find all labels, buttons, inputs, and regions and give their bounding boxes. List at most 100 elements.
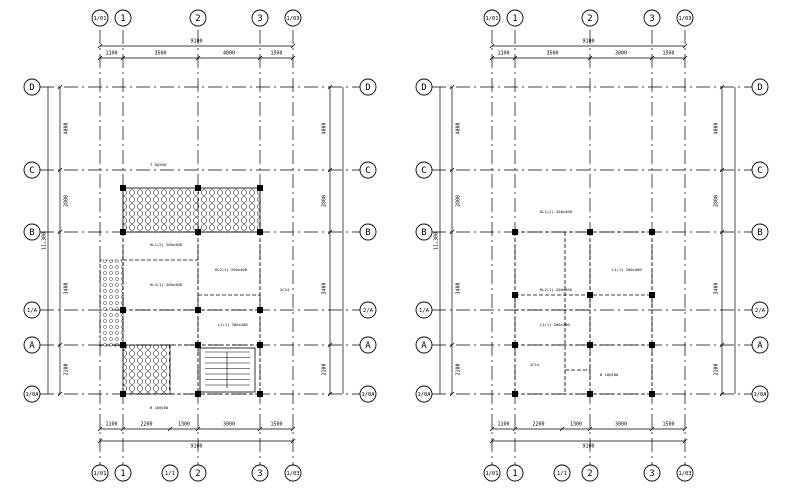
- dim-left: 2800: [64, 195, 70, 207]
- dim-tick: [167, 426, 173, 432]
- column: [257, 391, 263, 397]
- dim-left: 2800: [456, 195, 462, 207]
- dim-tick: [719, 229, 725, 235]
- axis-bubble-right-circle: [751, 223, 769, 241]
- dim-tick: [57, 229, 63, 235]
- column: [257, 229, 263, 235]
- column: [587, 342, 593, 348]
- column: [120, 342, 126, 348]
- column: [512, 292, 518, 298]
- beam-annotation: B 10@200: [150, 405, 169, 410]
- dim-tick: [97, 426, 103, 432]
- dim-bottom: 3000: [223, 422, 235, 428]
- beam-annotation: KL1(2) 200x400: [150, 242, 183, 247]
- axis-bubble-top-label: 1/03: [678, 16, 691, 22]
- dim-right: 2100: [714, 363, 720, 375]
- dim-tick: [719, 84, 725, 90]
- dim-tick: [97, 55, 103, 61]
- beam-annotation: KL3(1) 200x400: [150, 282, 183, 287]
- axis-bubble-top-label: 3: [257, 14, 262, 24]
- axis-bubble-bottom-label: 1/01: [485, 471, 498, 477]
- dim-right: 2800: [714, 195, 720, 207]
- axis-bubble-bottom-label: 2: [587, 469, 592, 479]
- axis-bubble-right-label: 2/A: [363, 308, 374, 314]
- dim-left: 4000: [456, 122, 462, 134]
- beam-annotation: KL2(1) 200x400: [215, 267, 248, 272]
- dim-tick: [587, 426, 593, 432]
- dim-tick: [120, 426, 126, 432]
- axis-bubble-bottom-circle: [553, 464, 571, 482]
- axis-bubble-bottom-label: 1/03: [678, 471, 691, 477]
- dim-top: 3000: [615, 51, 627, 57]
- column: [120, 307, 126, 313]
- dim-tick: [449, 391, 455, 397]
- axis-bubble-left-label: A: [29, 341, 35, 351]
- axis-bubble-top-label: 1/03: [286, 16, 299, 22]
- axis-bubble-top-circle: [189, 9, 207, 27]
- dim-tick: [57, 84, 63, 90]
- dim-bottom: 1300: [570, 422, 582, 428]
- axis-bubble-bottom-circle: [506, 464, 524, 482]
- axis-bubble-right-label: 1/0A: [361, 392, 375, 398]
- dim-tick: [327, 229, 333, 235]
- axis-bubble-bottom-label: 2: [195, 469, 200, 479]
- dim-tick: [719, 342, 725, 348]
- dim-right: 3400: [714, 282, 720, 294]
- beam-annotation: L1(1) 200x300: [218, 322, 248, 327]
- axis-bubble-bottom-circle: [251, 464, 269, 482]
- dim-right: 4000: [714, 122, 720, 134]
- axis-bubble-left-label: 1/A: [27, 308, 38, 314]
- axis-bubble-bottom-circle: [284, 464, 302, 482]
- dim-right: 3400: [322, 282, 328, 294]
- column: [649, 292, 655, 298]
- axis-bubble-bottom-circle: [676, 464, 694, 482]
- axis-bubble-left-label: C: [29, 166, 34, 176]
- dim-tick: [682, 438, 688, 444]
- dim-total-top: 9100: [190, 39, 202, 45]
- axis-bubble-left-circle: [415, 223, 433, 241]
- axis-bubble-bottom-label: 1: [512, 469, 517, 479]
- dim-tick: [719, 167, 725, 173]
- beam-annotation: 2C14: [280, 287, 290, 292]
- dim-tick: [327, 167, 333, 173]
- dim-top: 3500: [546, 51, 558, 57]
- column: [587, 391, 593, 397]
- axis-bubble-bottom-circle: [581, 464, 599, 482]
- axis-bubble-bottom-circle: [161, 464, 179, 482]
- dim-left: 4000: [64, 122, 70, 134]
- axis-bubble-top-label: 1/01: [93, 16, 106, 22]
- axis-bubble-top-label: 1/01: [485, 16, 498, 22]
- beam-annotation: 2C14: [530, 362, 540, 367]
- dim-total-left: 11,300: [434, 232, 440, 250]
- axis-bubble-bottom-circle: [114, 464, 132, 482]
- axis-bubble-right-label: C: [757, 166, 762, 176]
- axis-bubble-left-circle: [23, 301, 41, 319]
- dim-right: 2800: [322, 195, 328, 207]
- axis-bubble-bottom-circle: [483, 464, 501, 482]
- beam-annotation: L2(1) 200x300: [540, 322, 570, 327]
- column: [649, 342, 655, 348]
- axis-bubble-left-label: B: [29, 228, 34, 238]
- axis-bubble-left-label: 1/A: [419, 308, 430, 314]
- axis-bubble-top-circle: [506, 9, 524, 27]
- dim-total-top: 9100: [582, 39, 594, 45]
- axis-bubble-right-circle: [751, 161, 769, 179]
- dim-tick: [489, 438, 495, 444]
- column: [512, 391, 518, 397]
- axis-bubble-bottom-label: 3: [257, 469, 262, 479]
- dim-bottom: 1300: [178, 422, 190, 428]
- column: [512, 342, 518, 348]
- axis-bubble-left-circle: [415, 161, 433, 179]
- dim-left: 3400: [64, 282, 70, 294]
- dim-tick: [97, 43, 103, 49]
- dim-tick: [120, 55, 126, 61]
- slab-hatch-top: [122, 187, 261, 233]
- axis-bubble-right-label: 1/0A: [753, 392, 767, 398]
- axis-bubble-bottom-label: 1: [120, 469, 125, 479]
- column: [120, 229, 126, 235]
- axis-bubble-bottom-label: 1/1: [165, 471, 175, 477]
- dim-tick: [327, 342, 333, 348]
- dim-tick: [489, 55, 495, 61]
